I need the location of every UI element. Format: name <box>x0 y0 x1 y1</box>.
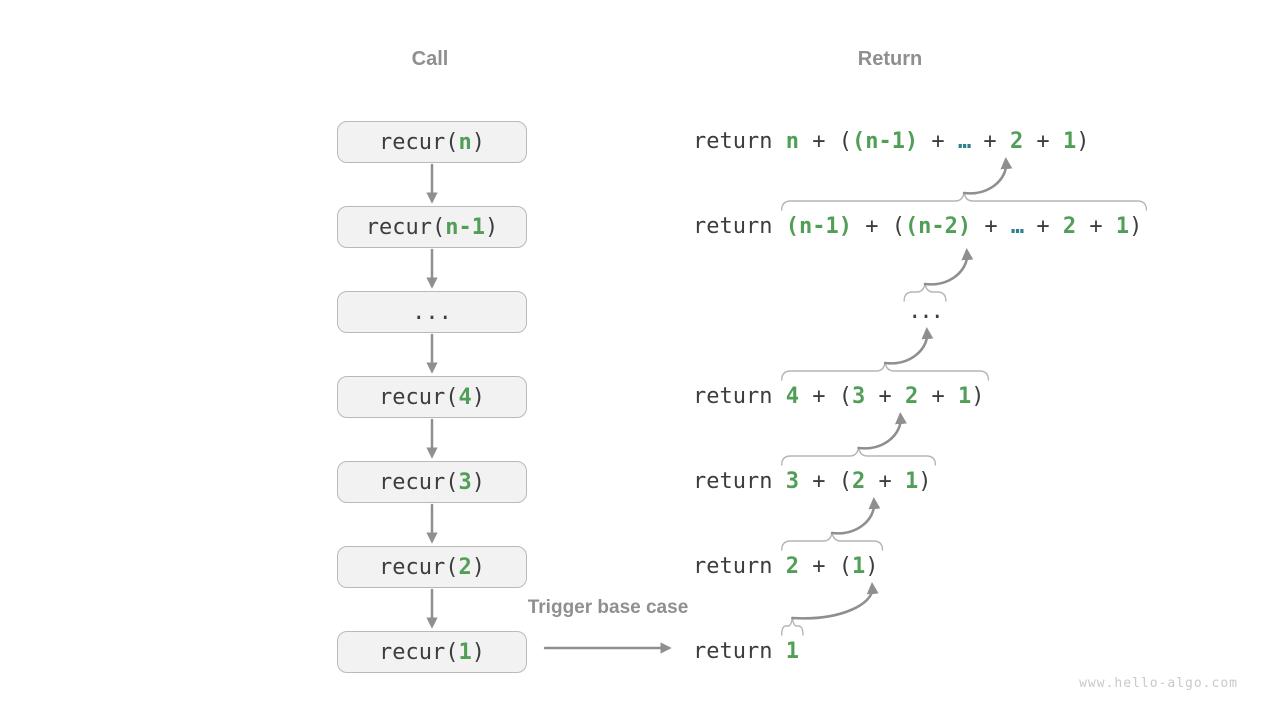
code-segment: + ( <box>798 554 852 579</box>
code-segment: + <box>865 384 905 409</box>
code-segment: ) <box>918 469 932 494</box>
code-segment: n <box>785 129 799 154</box>
code-segment: 1 <box>957 384 972 409</box>
return-line-return-3: return 3 + (2 + 1) <box>693 467 931 497</box>
code-segment: ) <box>484 214 499 240</box>
return-line-return-ellipsis: ... <box>908 297 944 327</box>
code-segment: 1 <box>1115 214 1130 239</box>
return-line-return-n-1: return (n-1) + ((n-2) + … + 2 + 1) <box>693 212 1142 242</box>
code-segment: … <box>1010 214 1024 239</box>
code-segment: 3 <box>785 469 799 494</box>
code-segment: recur( <box>379 554 459 580</box>
code-segment: 1 <box>904 469 919 494</box>
code-segment: + <box>865 469 905 494</box>
code-segment: + ( <box>798 129 852 154</box>
return-line-return-4: return 4 + (3 + 2 + 1) <box>693 382 984 412</box>
return-keyword: return <box>693 639 786 664</box>
call-column-header: Call <box>411 48 449 70</box>
return-line-return-n: return n + ((n-1) + … + 2 + 1) <box>693 127 1089 157</box>
code-segment: recur( <box>379 469 459 495</box>
return-line-return-2: return 2 + (1) <box>693 552 878 582</box>
trigger-base-case-label: Trigger base case <box>527 597 689 618</box>
return-expression: n + ((n-1) + … + 2 + 1) <box>786 129 1090 154</box>
code-segment: ) <box>471 384 485 410</box>
return-keyword: return <box>693 129 786 154</box>
return-expression: (n-1) + ((n-2) + … + 2 + 1) <box>786 214 1143 239</box>
code-segment: 2 <box>904 384 919 409</box>
call-box-recur-3: recur(3) <box>337 461 527 503</box>
code-segment: ) <box>865 554 879 579</box>
code-segment: + <box>1076 214 1116 239</box>
code-segment: 2 <box>785 554 799 579</box>
call-box-recur-n-1: recur(n-1) <box>337 206 527 248</box>
code-segment: recur( <box>379 639 459 665</box>
return-expression: 4 + (3 + 2 + 1) <box>786 384 985 409</box>
code-segment: ) <box>471 639 485 665</box>
code-segment: + <box>1023 129 1063 154</box>
code-segment: + ( <box>798 384 852 409</box>
code-segment: 2 <box>1062 214 1077 239</box>
call-box-recur-4: recur(4) <box>337 376 527 418</box>
code-segment: n <box>458 129 472 155</box>
code-segment: 4 <box>458 384 472 410</box>
code-segment: 3 <box>851 384 866 409</box>
return-expression: 3 + (2 + 1) <box>786 469 932 494</box>
code-segment: + <box>1023 214 1063 239</box>
code-segment: ) <box>971 384 985 409</box>
call-box-ellipsis: ... <box>337 291 527 333</box>
code-segment: 3 <box>458 469 472 495</box>
code-segment: recur( <box>379 384 459 410</box>
call-box-recur-1: recur(1) <box>337 631 527 673</box>
code-segment: ) <box>471 129 485 155</box>
return-keyword: return <box>693 554 786 579</box>
code-segment: + <box>918 129 958 154</box>
return-expression: 1 <box>786 639 799 664</box>
code-segment: recur( <box>379 129 459 155</box>
code-segment: (n-1) <box>851 129 919 154</box>
return-keyword: return <box>693 469 786 494</box>
code-segment: ) <box>471 554 485 580</box>
code-segment: 2 <box>458 554 472 580</box>
code-segment: recur( <box>365 214 446 240</box>
return-line-return-1: return 1 <box>693 637 799 667</box>
watermark: www.hello-algo.com <box>1079 676 1238 691</box>
code-segment: 4 <box>785 384 799 409</box>
code-segment: (n-2) <box>904 214 972 239</box>
code-segment: 2 <box>1009 129 1024 154</box>
code-segment: … <box>957 129 971 154</box>
code-segment: (n-1) <box>785 214 852 239</box>
return-keyword: return <box>693 384 786 409</box>
code-segment: ) <box>471 469 485 495</box>
code-segment: ) <box>1129 214 1143 239</box>
code-segment: 1 <box>458 639 472 665</box>
code-segment: + <box>918 384 958 409</box>
code-segment: + <box>970 129 1010 154</box>
call-box-recur-n: recur(n) <box>337 121 527 163</box>
code-segment: ) <box>1076 129 1090 154</box>
code-segment: ... <box>412 299 452 325</box>
code-segment: n-1 <box>445 214 485 240</box>
code-segment: + ( <box>851 214 905 239</box>
code-segment: 1 <box>851 554 866 579</box>
return-expression: 2 + (1) <box>786 554 879 579</box>
return-column-header: Return <box>857 48 923 70</box>
call-box-recur-2: recur(2) <box>337 546 527 588</box>
code-segment: 1 <box>1062 129 1077 154</box>
code-segment: ... <box>908 299 944 324</box>
return-keyword: return <box>693 214 786 239</box>
code-segment: 1 <box>785 639 799 664</box>
code-segment: 2 <box>851 469 866 494</box>
code-segment: + ( <box>798 469 852 494</box>
code-segment: + <box>971 214 1011 239</box>
